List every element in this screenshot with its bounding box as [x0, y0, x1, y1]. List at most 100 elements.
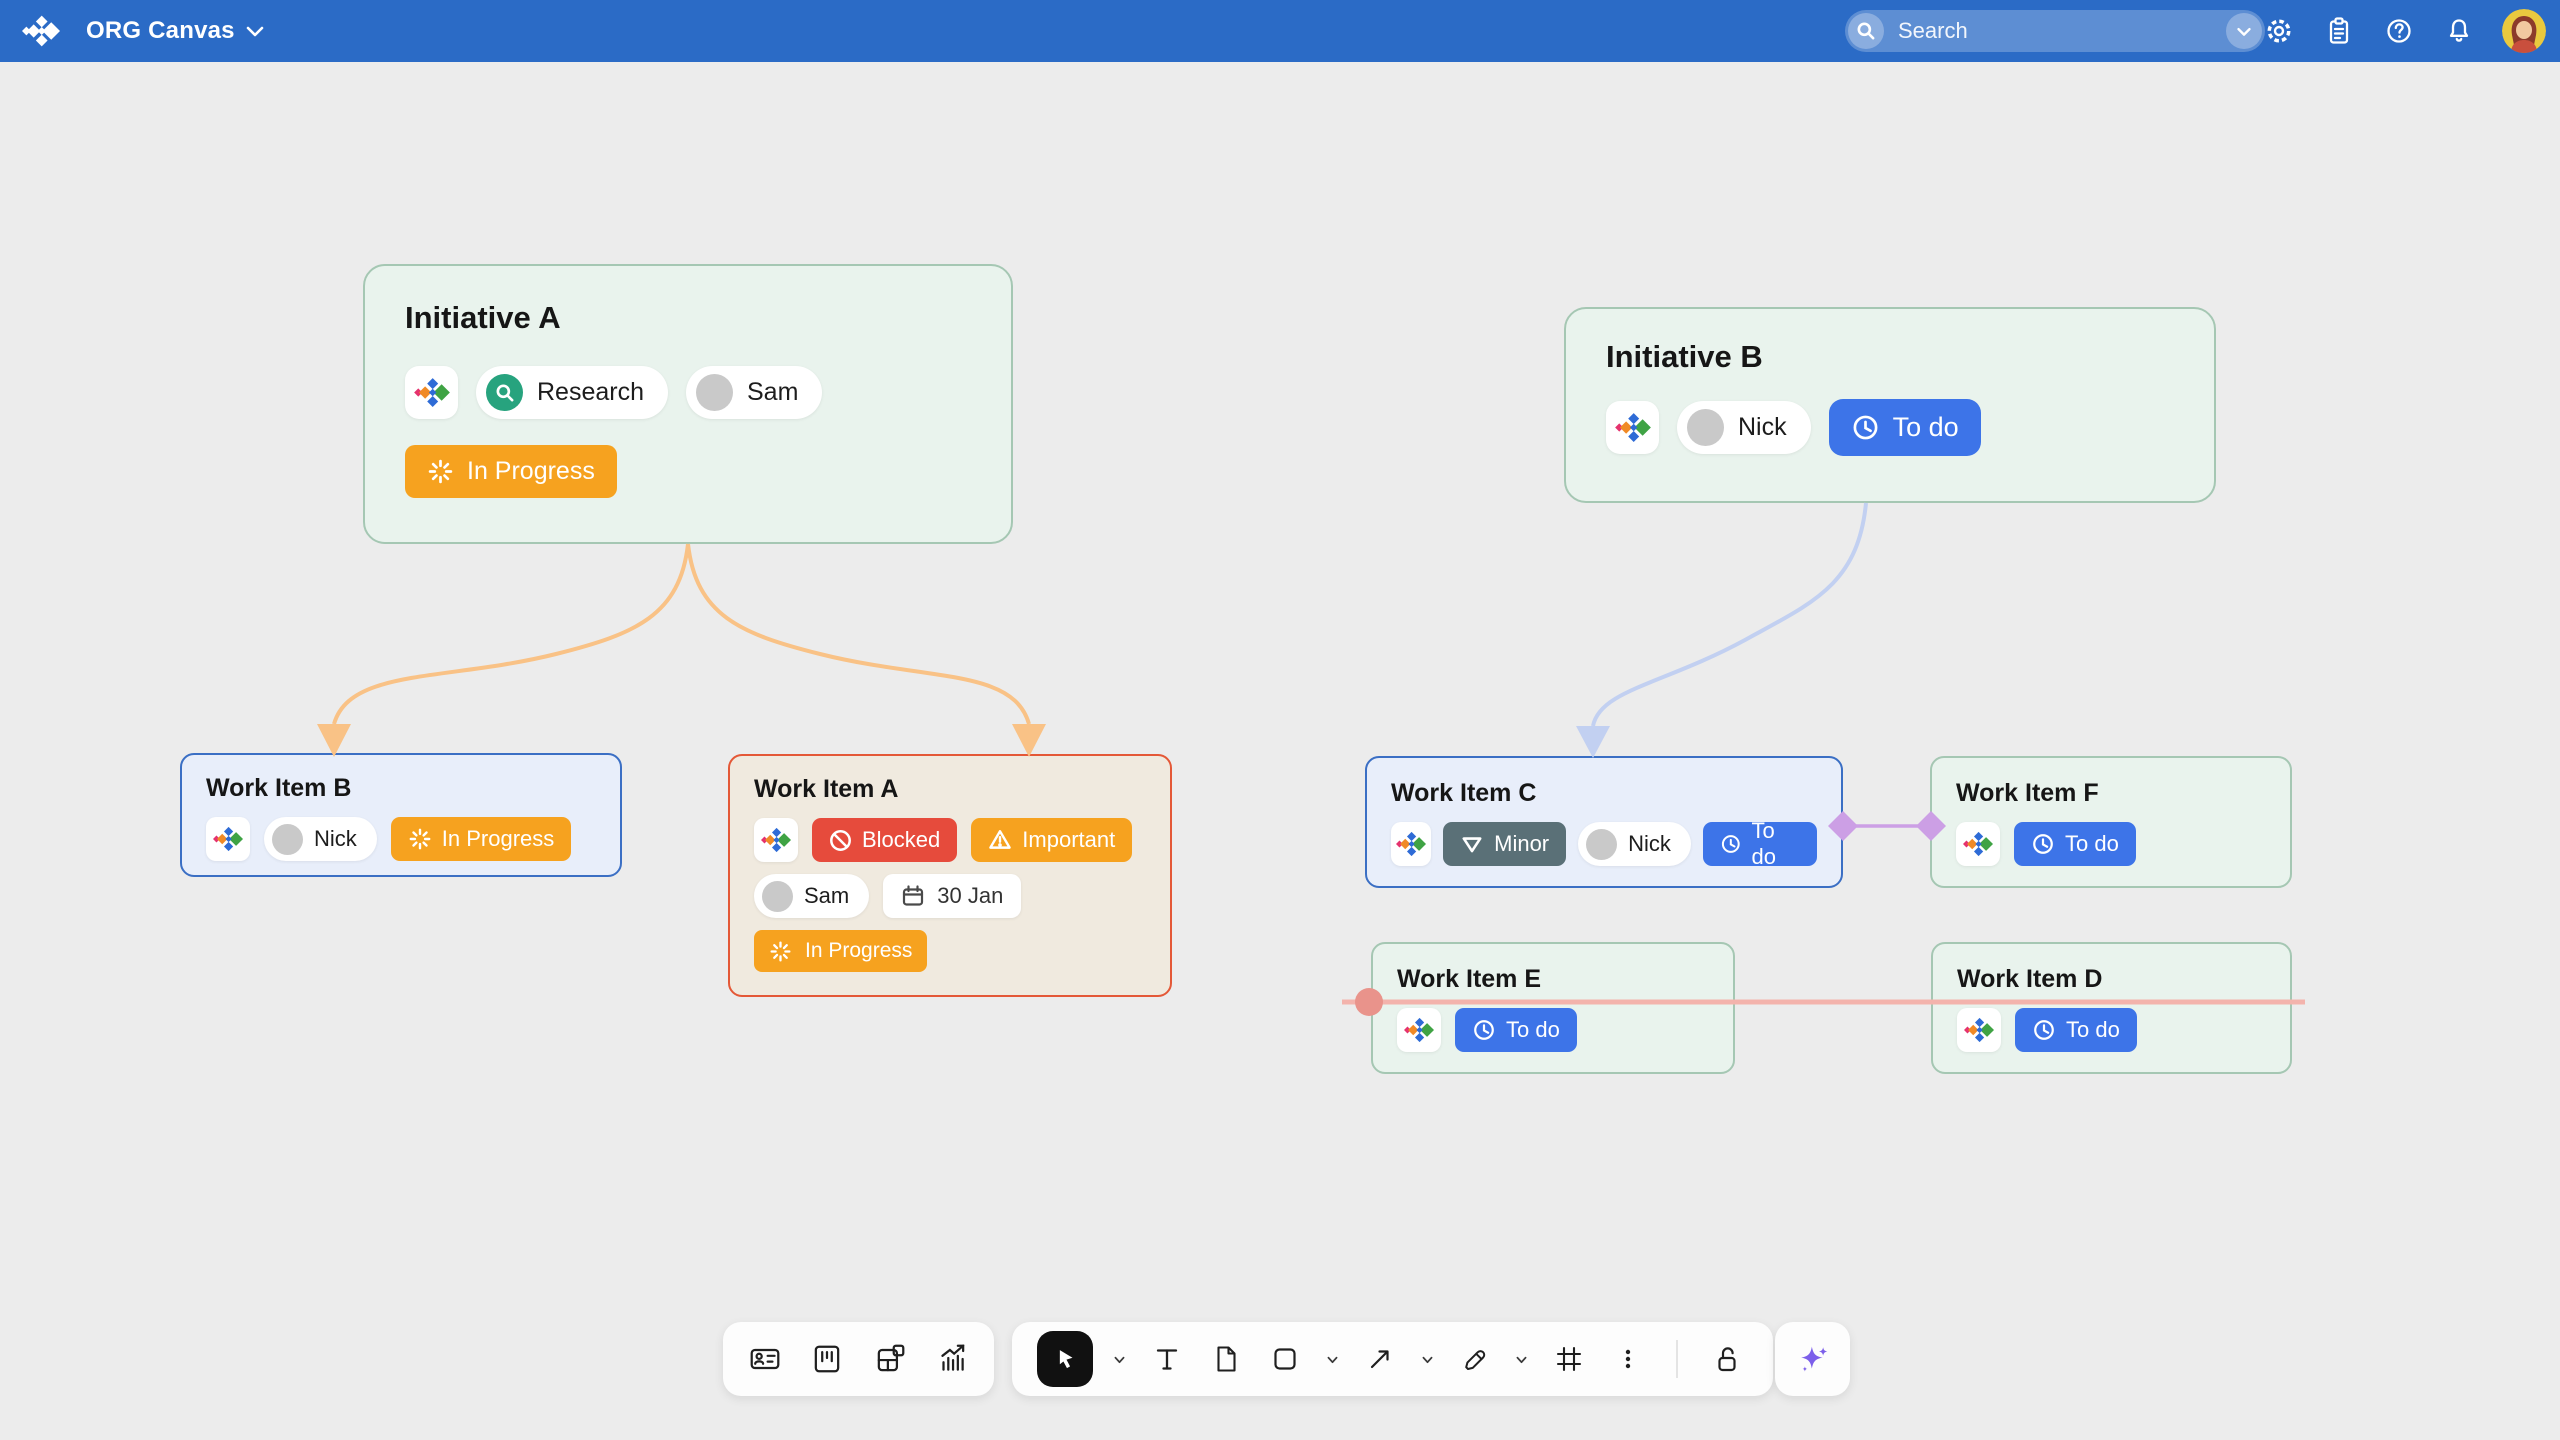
connector-initiative-a-to-work-item-b[interactable]: [317, 543, 690, 757]
status-badge[interactable]: In Progress: [754, 930, 928, 972]
minor-priority-icon: [1462, 837, 1482, 853]
text-tool-button[interactable]: [1146, 1335, 1188, 1383]
select-tool-button[interactable]: [1037, 1331, 1094, 1387]
pencil-tool-dropdown[interactable]: [1513, 1335, 1531, 1383]
work-item-type-icon[interactable]: [1957, 1008, 2001, 1052]
status-badge[interactable]: In Progress: [390, 817, 572, 861]
blocked-badge[interactable]: Blocked: [812, 818, 958, 862]
status-badge[interactable]: To do: [1828, 399, 1981, 456]
card-work-item-b[interactable]: Work Item B Nick In Progress: [180, 753, 622, 877]
kanban-tool-button[interactable]: [806, 1335, 848, 1383]
settings-button[interactable]: [2262, 14, 2296, 48]
work-item-type-icon[interactable]: [1391, 822, 1432, 866]
status-badge[interactable]: To do: [2015, 1008, 2137, 1052]
pencil-tool-button[interactable]: [1453, 1335, 1495, 1383]
select-tool-dropdown[interactable]: [1111, 1335, 1129, 1383]
kanban-board-icon: [814, 1345, 840, 1373]
help-button[interactable]: [2382, 14, 2416, 48]
id-card-icon: [750, 1348, 779, 1370]
more-tools-button[interactable]: [1607, 1335, 1649, 1383]
canvas[interactable]: Initiative A Research Sam In Progress: [0, 62, 2560, 1440]
notifications-button[interactable]: [2442, 14, 2476, 48]
card-initiative-a[interactable]: Initiative A Research Sam In Progress: [363, 264, 1013, 544]
assignee-name: Nick: [1738, 413, 1787, 441]
card-work-item-e[interactable]: Work Item E To do: [1371, 942, 1735, 1074]
connector-tool-dropdown[interactable]: [1418, 1335, 1436, 1383]
chart-tool-button[interactable]: [931, 1335, 973, 1383]
work-item-type-icon[interactable]: [1956, 822, 2000, 866]
card-title: Work Item A: [754, 775, 899, 803]
card-initiative-b[interactable]: Initiative B Nick To do: [1564, 307, 2216, 503]
shape-tool-button[interactable]: [1264, 1335, 1306, 1383]
status-badge[interactable]: To do: [1455, 1008, 1577, 1052]
work-item-type-icon[interactable]: [754, 818, 798, 862]
connector-initiative-a-to-work-item-a[interactable]: [686, 543, 1046, 757]
chart-icon: [941, 1344, 965, 1371]
card-work-item-f[interactable]: Work Item F To do: [1930, 756, 2292, 888]
widgets-tool-button[interactable]: [869, 1335, 911, 1383]
in-progress-icon: [409, 828, 431, 850]
important-text: Important: [1022, 827, 1116, 852]
board-title-menu[interactable]: ORG Canvas: [86, 17, 265, 45]
card-work-item-a[interactable]: Work Item A Blocked Important Sam 30 Jan: [728, 754, 1172, 997]
due-date-chip[interactable]: 30 Jan: [883, 874, 1022, 918]
chevron-down-icon: [245, 24, 265, 38]
search-input[interactable]: [1896, 17, 2226, 45]
status-badge[interactable]: To do: [1702, 818, 1817, 869]
frame-tool-button[interactable]: [1548, 1335, 1590, 1383]
document-tool-button[interactable]: [1205, 1335, 1247, 1383]
app-logo-icon[interactable]: [22, 13, 60, 49]
status-text: In Progress: [805, 939, 913, 962]
todo-clock-icon: [2034, 1020, 2054, 1040]
card-work-item-c[interactable]: Work Item C Minor Nick To do: [1365, 756, 1843, 888]
shape-rectangle-icon: [1274, 1348, 1296, 1370]
calendar-icon: [903, 885, 924, 906]
toolbar-divider: [1676, 1340, 1679, 1378]
status-text: To do: [1751, 818, 1777, 869]
connector-work-item-c-to-f[interactable]: [1828, 811, 1946, 841]
assignee-chip[interactable]: Sam: [686, 366, 823, 419]
search-bar[interactable]: [1845, 10, 2265, 52]
in-progress-icon: [428, 459, 453, 484]
priority-badge[interactable]: Minor: [1443, 822, 1567, 866]
card-title: Work Item E: [1397, 965, 1542, 993]
lock-button[interactable]: [1706, 1335, 1748, 1383]
notes-button[interactable]: [2322, 14, 2356, 48]
card-title: Work Item F: [1956, 779, 2099, 807]
assignee-chip[interactable]: Sam: [754, 874, 870, 918]
shape-tool-dropdown[interactable]: [1324, 1335, 1342, 1383]
work-item-type-icon[interactable]: [1606, 401, 1659, 454]
work-item-type-icon[interactable]: [405, 366, 458, 419]
search-icon: [1848, 13, 1884, 49]
work-item-type-icon[interactable]: [1397, 1008, 1441, 1052]
user-avatar[interactable]: [2502, 9, 2546, 53]
id-card-tool-button[interactable]: [744, 1335, 786, 1383]
todo-clock-icon: [1853, 415, 1878, 440]
card-work-item-d[interactable]: Work Item D To do: [1931, 942, 2292, 1074]
assignee-chip[interactable]: Nick: [1677, 401, 1811, 454]
top-app-bar: ORG Canvas: [0, 0, 2560, 62]
status-badge[interactable]: To do: [2014, 822, 2136, 866]
more-kebab-icon: [1625, 1349, 1631, 1369]
priority-text: Minor: [1494, 831, 1550, 856]
important-badge[interactable]: Important: [971, 818, 1133, 862]
avatar: [1586, 828, 1618, 860]
avatar: [272, 823, 303, 855]
connector-tool-button[interactable]: [1359, 1335, 1401, 1383]
card-title: Work Item B: [206, 774, 352, 802]
chevron-down-icon: [1327, 1356, 1338, 1363]
todo-clock-icon: [1474, 1020, 1494, 1040]
clipboard-icon: [2329, 17, 2349, 44]
work-item-type-icon[interactable]: [206, 817, 250, 861]
search-scope-dropdown[interactable]: [2226, 13, 2262, 49]
card-title: Work Item D: [1957, 965, 2103, 993]
sparkle-icon: [1800, 1346, 1827, 1372]
ai-assist-button[interactable]: [1792, 1335, 1834, 1383]
assignee-chip[interactable]: Nick: [1578, 822, 1691, 866]
connector-initiative-b-to-work-item-c[interactable]: [1576, 502, 1868, 758]
status-badge[interactable]: In Progress: [405, 445, 617, 498]
card-title: Work Item C: [1391, 779, 1537, 807]
toolbar-card-tools: [723, 1322, 994, 1396]
label-chip[interactable]: Research: [476, 366, 668, 419]
assignee-chip[interactable]: Nick: [264, 817, 377, 861]
